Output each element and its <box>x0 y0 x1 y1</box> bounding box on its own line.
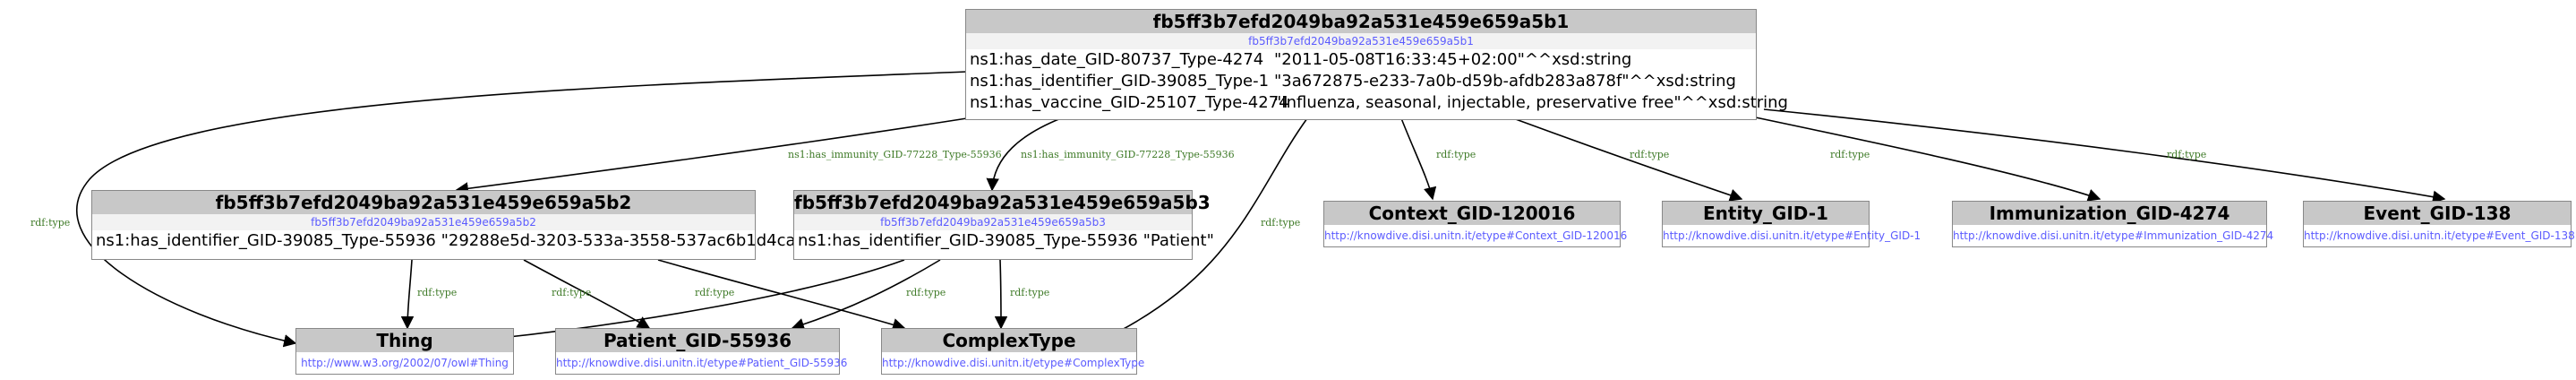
edge-label-b3-patient: rdf:type <box>906 287 946 298</box>
prop-value: "3a672875-e233-7a0b-d59b-afdb283a878f"^^… <box>1274 72 1736 91</box>
node-immunization-title: Immunization_GID-4274 <box>1953 202 2266 225</box>
prop-value: "Patient" <box>1143 231 1214 250</box>
node-thing-uri[interactable]: http://www.w3.org/2002/07/owl#Thing <box>296 352 513 374</box>
node-event[interactable]: Event_GID-138 http://knowdive.disi.unitn… <box>2303 201 2575 247</box>
edge-main-entity <box>1512 117 1743 202</box>
edge-label-b2-patient: rdf:type <box>552 287 591 298</box>
edge-b2-thing <box>400 259 415 330</box>
node-b2-uri[interactable]: fb5ff3b7efd2049ba92a531e459e659a5b2 <box>92 214 755 230</box>
prop-predicate: ns1:has_vaccine_GID-25107_Type-4274 <box>970 93 1289 112</box>
prop-value: "2011-05-08T16:33:45+02:00"^^xsd:string <box>1274 50 1632 69</box>
node-main-prop-identifier: ns1:has_identifier_GID-39085_Type-1"3a67… <box>966 71 1756 92</box>
edge-label-main-thing: rdf:type <box>30 217 70 229</box>
edge-label-b2-thing: rdf:type <box>417 287 457 298</box>
node-patient-title: Patient_GID-55936 <box>556 329 839 352</box>
edge-label-b2-complex: rdf:type <box>695 287 734 298</box>
node-complex[interactable]: ComplexType http://knowdive.disi.unitn.i… <box>881 328 1144 375</box>
node-complex-title: ComplexType <box>882 329 1136 352</box>
edge-main-thing <box>76 71 968 348</box>
node-immunization[interactable]: Immunization_GID-4274 http://knowdive.di… <box>1952 201 2273 247</box>
prop-predicate: ns1:has_date_GID-80737_Type-4274 <box>970 50 1264 69</box>
node-entity[interactable]: Entity_GID-1 http://knowdive.disi.unitn.… <box>1662 201 1921 247</box>
edge-label-b3-complex: rdf:type <box>1010 287 1049 298</box>
edge-label-main-complex: rdf:type <box>1261 217 1300 229</box>
node-event-title: Event_GID-138 <box>2304 202 2571 225</box>
node-main-prop-vaccine: ns1:has_vaccine_GID-25107_Type-4274"Infl… <box>966 92 1788 114</box>
node-b2-title: fb5ff3b7efd2049ba92a531e459e659a5b2 <box>92 191 755 214</box>
node-thing[interactable]: Thing http://www.w3.org/2002/07/owl#Thin… <box>295 328 514 375</box>
edge-b3-patient <box>791 259 941 331</box>
edge-b3-complex <box>994 259 1008 330</box>
node-b2-prop-identifier: ns1:has_identifier_GID-39085_Type-55936 … <box>92 230 803 252</box>
node-context-title: Context_GID-120016 <box>1324 202 1620 225</box>
edge-label-main-event: rdf:type <box>2167 149 2206 160</box>
node-main-title: fb5ff3b7efd2049ba92a531e459e659a5b1 <box>966 10 1756 33</box>
prop-predicate: ns1:has_identifier_GID-39085_Type-1 <box>970 72 1270 91</box>
edge-label-main-context: rdf:type <box>1436 149 1476 160</box>
prop-predicate: ns1:has_identifier_GID-39085_Type-55936 <box>798 231 1138 250</box>
node-event-uri[interactable]: http://knowdive.disi.unitn.it/etype#Even… <box>2304 225 2575 246</box>
edge-main-event <box>1763 108 2446 203</box>
node-complex-uri[interactable]: http://knowdive.disi.unitn.it/etype#Comp… <box>882 352 1144 374</box>
prop-value: "29288e5d-3203-533a-3558-537ac6b1d4ca" <box>441 231 803 250</box>
edge-label-main-entity: rdf:type <box>1630 149 1669 160</box>
edge-main-context <box>1400 117 1437 201</box>
edge-b2-complex <box>657 259 906 332</box>
node-entity-uri[interactable]: http://knowdive.disi.unitn.it/etype#Enti… <box>1663 225 1921 246</box>
edge-main-b3 <box>986 117 1062 192</box>
node-immunization-uri[interactable]: http://knowdive.disi.unitn.it/etype#Immu… <box>1953 225 2273 246</box>
edge-label-main-b3: ns1:has_immunity_GID-77228_Type-55936 <box>1021 149 1235 160</box>
node-b3[interactable]: fb5ff3b7efd2049ba92a531e459e659a5b3 fb5f… <box>793 190 1214 260</box>
node-main-prop-date: ns1:has_date_GID-80737_Type-4274 "2011-05… <box>966 49 1756 71</box>
node-main-uri[interactable]: fb5ff3b7efd2049ba92a531e459e659a5b1 <box>966 33 1756 49</box>
node-context-uri[interactable]: http://knowdive.disi.unitn.it/etype#Cont… <box>1324 225 1627 246</box>
node-patient-uri[interactable]: http://knowdive.disi.unitn.it/etype#Pati… <box>556 352 847 374</box>
node-context[interactable]: Context_GID-120016 http://knowdive.disi.… <box>1323 201 1627 247</box>
edge-b2-patient <box>523 259 651 329</box>
edge-label-main-immunization: rdf:type <box>1830 149 1870 160</box>
edge-b3-thing <box>491 259 905 344</box>
node-b3-title: fb5ff3b7efd2049ba92a531e459e659a5b3 <box>794 191 1211 214</box>
prop-value: "Influenza, seasonal, injectable, preser… <box>1274 93 1788 112</box>
node-entity-title: Entity_GID-1 <box>1663 202 1869 225</box>
node-b3-uri[interactable]: fb5ff3b7efd2049ba92a531e459e659a5b3 <box>794 214 1192 230</box>
node-patient[interactable]: Patient_GID-55936 http://knowdive.disi.u… <box>555 328 847 375</box>
node-b2[interactable]: fb5ff3b7efd2049ba92a531e459e659a5b2 fb5f… <box>91 190 803 260</box>
node-b3-prop-identifier: ns1:has_identifier_GID-39085_Type-55936 … <box>794 230 1214 252</box>
edge-main-complex <box>1095 117 1308 344</box>
edge-main-b2 <box>455 117 968 195</box>
edge-label-main-b2: ns1:has_immunity_GID-77228_Type-55936 <box>788 149 1002 160</box>
prop-predicate: ns1:has_identifier_GID-39085_Type-55936 <box>96 231 436 250</box>
node-thing-title: Thing <box>296 329 513 352</box>
node-main[interactable]: fb5ff3b7efd2049ba92a531e459e659a5b1 fb5f… <box>965 9 1788 120</box>
